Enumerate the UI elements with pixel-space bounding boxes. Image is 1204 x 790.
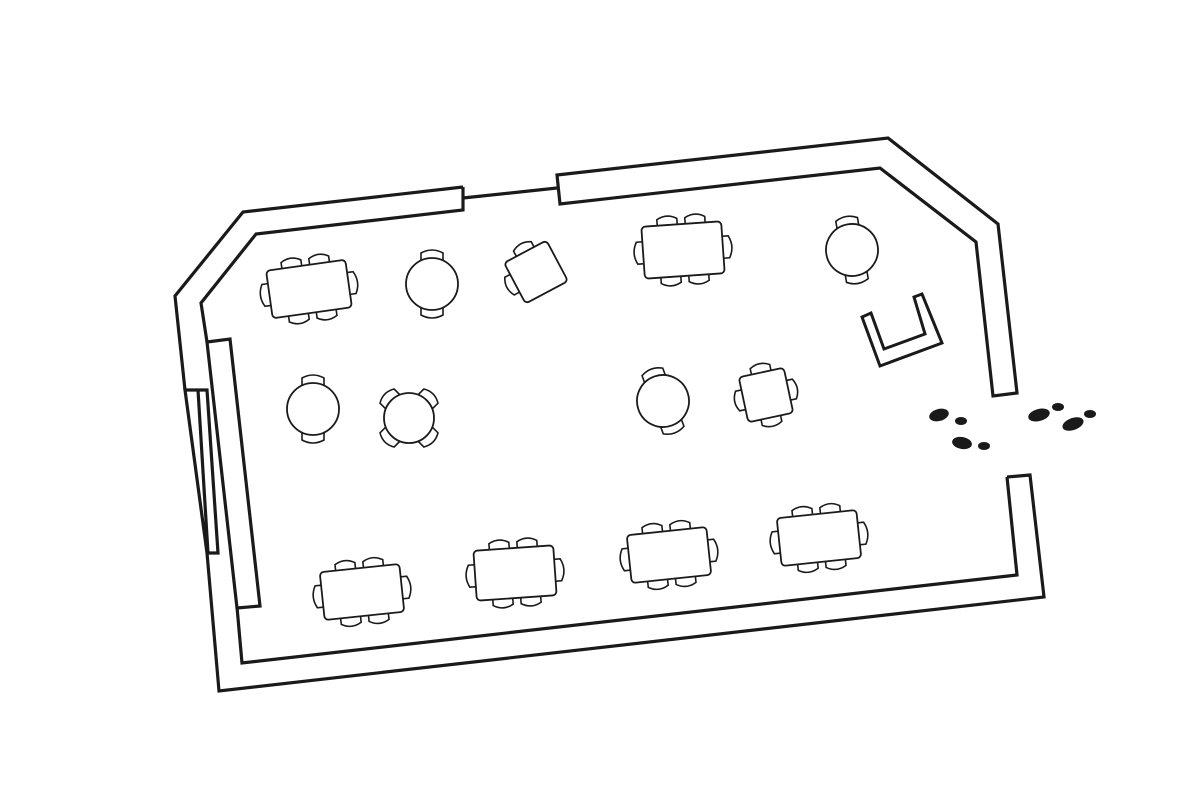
service-counter	[860, 292, 944, 368]
table-top	[472, 544, 558, 602]
wall-top-right	[555, 136, 1019, 398]
table-rect-bottom-1[interactable]	[310, 554, 414, 630]
chair	[379, 425, 402, 448]
footprint	[1062, 417, 1084, 431]
table-rect-top-center[interactable]	[632, 212, 735, 289]
wall-bottom-inner	[235, 476, 1019, 665]
table-top	[640, 220, 726, 280]
window-frame-inner	[205, 337, 262, 610]
table-top	[319, 563, 405, 621]
window-left	[183, 388, 220, 555]
table-round-mid-center[interactable]	[627, 360, 699, 442]
footprint	[1084, 410, 1096, 418]
wall-top-left	[173, 185, 465, 391]
footprint	[978, 442, 990, 450]
table-top	[738, 367, 794, 423]
table-round-top-1[interactable]	[405, 249, 459, 319]
table-top	[825, 223, 879, 277]
walls	[173, 136, 1046, 693]
table-rect-top-left[interactable]	[256, 250, 362, 329]
chair	[416, 388, 439, 411]
table-rect-bottom-4[interactable]	[767, 500, 871, 576]
table-round-top-right[interactable]	[820, 212, 883, 288]
footprint	[929, 408, 949, 422]
table-square-mid-right[interactable]	[728, 357, 804, 433]
footprint	[1028, 408, 1050, 422]
table-square-top-tilted[interactable]	[492, 232, 568, 307]
table-rect-bottom-3[interactable]	[617, 517, 721, 593]
table-round-mid-left[interactable]	[286, 374, 340, 444]
table-round-mid-4[interactable]	[378, 387, 440, 449]
table-top	[383, 392, 435, 444]
footprint	[952, 436, 972, 450]
tables-layer	[256, 212, 883, 630]
table-top	[626, 526, 712, 584]
footprint	[1052, 403, 1064, 411]
table-rect-bottom-2[interactable]	[464, 536, 567, 611]
footprints-entry	[929, 403, 1096, 450]
chair	[416, 425, 439, 448]
table-top	[776, 509, 862, 567]
chair	[379, 388, 402, 411]
footprint	[955, 417, 967, 425]
table-top	[636, 374, 690, 428]
wall-bottom-right	[205, 473, 1046, 693]
top-doorway	[462, 186, 558, 200]
table-top	[405, 257, 459, 311]
table-top	[286, 382, 340, 436]
table-top	[504, 240, 568, 304]
table-top	[265, 259, 353, 319]
